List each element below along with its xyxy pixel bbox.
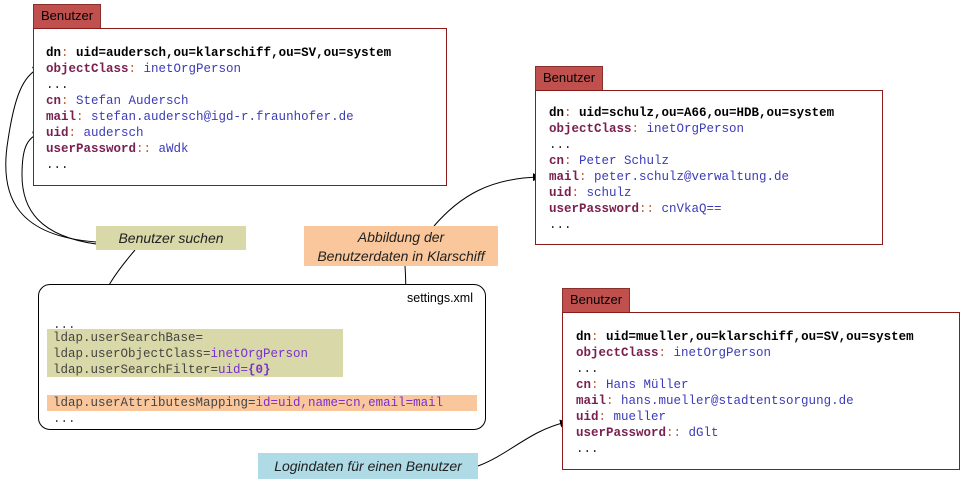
entry1-dn: dn: uid=audersch,ou=klarschiff,ou=SV,ou=…	[46, 46, 392, 60]
entry3-dots: ...	[576, 362, 599, 376]
settings-dots-bottom: ...	[53, 412, 76, 426]
entry2-dots-bottom: ...	[549, 218, 572, 232]
entry3-uid: uid: mueller	[576, 410, 667, 424]
entry1-objectclass: objectClass: inetOrgPerson	[46, 62, 242, 76]
entry2-mail: mail: peter.schulz@verwaltung.de	[549, 170, 790, 184]
entry1-uid: uid: audersch	[46, 126, 144, 140]
callout-logindaten: Logindaten für einen Benutzer	[258, 453, 478, 479]
entry3-tab: Benutzer	[562, 288, 631, 312]
entry2-dn: dn: uid=schulz,ou=A66,ou=HDB,ou=system	[549, 106, 835, 120]
entry3-box: dn: uid=mueller,ou=klarschiff,ou=SV,ou=s…	[562, 312, 960, 470]
entry3-dots-bottom: ...	[576, 442, 599, 456]
arrow-mapping-to-entry2	[433, 173, 541, 227]
entry2-cn: cn: Peter Schulz	[549, 154, 670, 168]
entry1-cn: cn: Stefan Audersch	[46, 94, 189, 108]
entry2-uid: uid: schulz	[549, 186, 632, 200]
settings-search-filter: ldap.userSearchFilter=uid={0}	[53, 363, 271, 377]
entry3-cn: cn: Hans Müller	[576, 378, 689, 392]
settings-search-hl	[47, 329, 343, 377]
settings-filename: settings.xml	[407, 291, 473, 305]
entry1-mail: mail: stefan.audersch@igd-r.fraunhofer.d…	[46, 110, 354, 124]
entry2-password: userPassword:: cnVkaQ==	[549, 202, 722, 216]
entry1-box: dn: uid=audersch,ou=klarschiff,ou=SV,ou=…	[33, 28, 447, 186]
entry2-tab: Benutzer	[535, 66, 604, 90]
entry2-dots: ...	[549, 138, 572, 152]
arrow-search-to-dn	[5, 66, 97, 243]
entry3-mail: mail: hans.mueller@stadtentsorgung.de	[576, 394, 854, 408]
settings-search-base: ldap.userSearchBase=	[53, 331, 204, 345]
entry2-objectclass: objectClass: inetOrgPerson	[549, 122, 745, 136]
callout-benutzer-suchen: Benutzer suchen	[96, 226, 246, 250]
arrow-search-to-uid	[21, 131, 97, 245]
entry2-box: dn: uid=schulz,ou=A66,ou=HDB,ou=system o…	[535, 90, 883, 245]
entry1-password: userPassword:: aWdk	[46, 142, 189, 156]
settings-document: settings.xml ... ldap.userSearchBase= ld…	[38, 284, 486, 430]
entry3-objectclass: objectClass: inetOrgPerson	[576, 346, 772, 360]
entry3-dn: dn: uid=mueller,ou=klarschiff,ou=SV,ou=s…	[576, 330, 914, 344]
settings-mapping: ldap.userAttributesMapping=id=uid,name=c…	[53, 396, 444, 410]
entry3-password: userPassword:: dGlt	[576, 426, 719, 440]
entry1-dots-bottom: ...	[46, 158, 69, 172]
entry1-tab: Benutzer	[33, 4, 102, 28]
settings-mapping-hl	[47, 395, 477, 411]
arrow-login-to-entry3	[477, 419, 568, 467]
entry1-dots: ...	[46, 78, 69, 92]
settings-dots-top: ...	[53, 318, 76, 332]
settings-object-class: ldap.userObjectClass=inetOrgPerson	[53, 347, 309, 361]
